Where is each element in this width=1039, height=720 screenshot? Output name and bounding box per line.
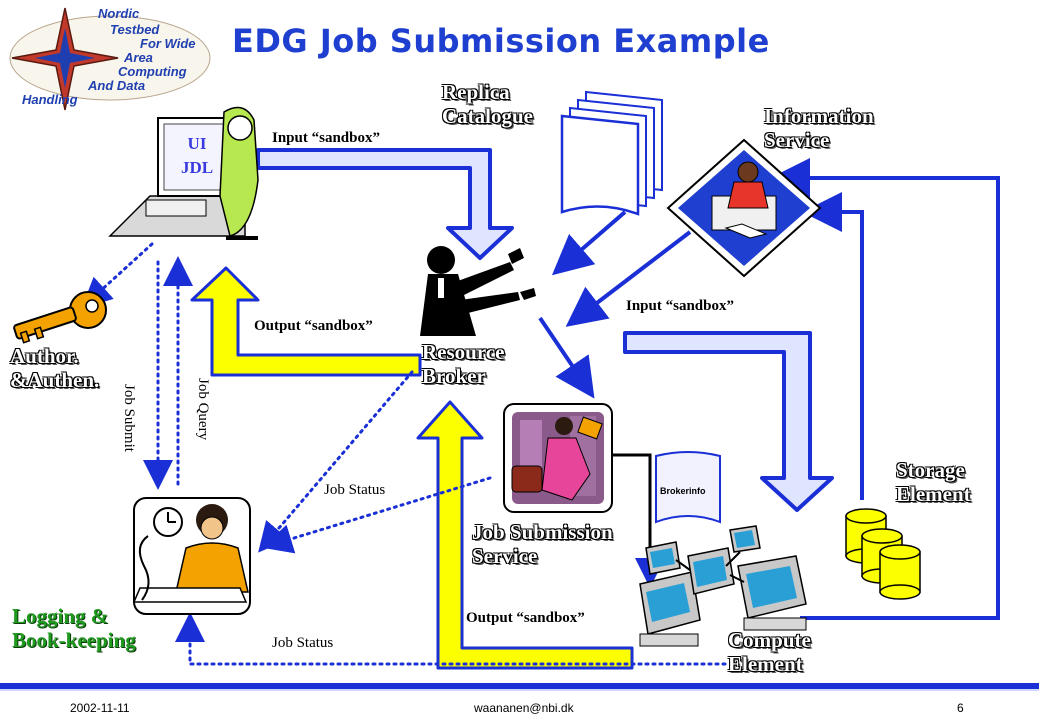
slide-title: EDG Job Submission Example <box>232 22 770 60</box>
ui-label: UI JDL <box>164 132 230 180</box>
compute-element-icon <box>639 525 807 647</box>
brokerinfo-document-icon <box>655 451 721 524</box>
information-service-icon <box>666 138 822 278</box>
resource-broker-line1: Resource <box>422 340 505 364</box>
storage-element-line2: Element <box>896 482 971 506</box>
logo-word-2: Testbed <box>110 22 160 37</box>
footer-bar <box>0 683 1039 689</box>
key-icon <box>13 291 107 344</box>
information-service-line2: Service <box>764 128 830 152</box>
replica-catalogue-line1: Replica <box>442 80 510 104</box>
info-to-rb-arrow <box>565 230 692 327</box>
rb-status-dotted <box>258 370 414 553</box>
job-submission-service-icon <box>503 403 613 513</box>
resource-broker-icon <box>420 246 536 336</box>
compute-element-label: Compute Element <box>728 628 811 676</box>
logging-bookkeeping-line2: Book-keeping <box>12 628 136 652</box>
job-status-label-mid: Job Status <box>324 482 386 498</box>
footer-date: 2002-11-11 <box>70 701 130 715</box>
input-sandbox-label-top: Input “sandbox” <box>272 130 380 146</box>
replica-to-rb-arrow <box>551 210 627 276</box>
logo-word-6: And Data <box>88 78 146 93</box>
storage-element-line1: Storage <box>896 458 965 482</box>
logging-bookkeeping-line1: Logging & <box>12 604 109 628</box>
ce-to-info-arrow <box>770 158 1000 620</box>
footer-email: waananen@nbi.dk <box>474 701 574 715</box>
job-status-label-bottom: Job Status <box>272 635 334 651</box>
ui-label-line1: UI <box>187 134 207 153</box>
footer-page-number: 6 <box>957 701 964 715</box>
output-sandbox-arrow-left <box>190 266 422 377</box>
job-submission-service-label: Job Submission Service <box>472 520 613 568</box>
author-authen-label: Author. &Authen. <box>10 344 99 392</box>
information-service-label: Information Service <box>764 104 874 152</box>
job-submission-service-line1: Job Submission <box>472 520 613 544</box>
nordugrid-logo <box>9 7 211 111</box>
information-service-line1: Information <box>764 104 874 128</box>
output-sandbox-label-bottom: Output “sandbox” <box>466 610 585 626</box>
ui-label-line2: JDL <box>180 158 214 177</box>
output-sandbox-label-left: Output “sandbox” <box>254 318 373 334</box>
input-sandbox-arrow-right <box>623 331 834 512</box>
brokerinfo-label: Brokerinfo <box>660 486 706 496</box>
compute-element-line2: Element <box>728 652 803 676</box>
job-submit-label: Job Submit <box>121 384 137 452</box>
storage-element-label: Storage Element <box>896 458 971 506</box>
replica-catalogue-line2: Catalogue <box>442 104 533 128</box>
ce-status-dotted <box>175 612 727 666</box>
logo-word-4: Area <box>124 50 153 65</box>
resource-broker-line2: Broker <box>422 364 486 388</box>
se-to-info-arrow <box>802 192 864 500</box>
input-sandbox-label-right: Input “sandbox” <box>626 298 734 314</box>
logo-word-5: Computing <box>118 64 187 79</box>
logo-word-7: Handling <box>22 92 78 107</box>
storage-element-icon <box>845 508 921 600</box>
authen-line: &Authen. <box>10 368 100 392</box>
logo-word-3: For Wide <box>140 36 196 51</box>
logging-bookkeeping-label: Logging & Book-keeping <box>12 604 136 652</box>
compute-element-line1: Compute <box>728 628 811 652</box>
logo-word-1: Nordic <box>98 6 140 21</box>
output-sandbox-arrow-bottom <box>416 400 634 670</box>
jss-to-ce-arrow <box>612 453 665 588</box>
ui-workstation-icon <box>108 106 259 240</box>
logging-bookkeeping-icon <box>132 497 251 615</box>
replica-catalogue-label: Replica Catalogue <box>442 80 533 128</box>
job-query-label: Job Query <box>195 378 211 441</box>
job-submission-service-line2: Service <box>472 544 538 568</box>
replica-catalogue-icon <box>560 90 663 216</box>
rb-to-jss-arrow <box>538 316 595 399</box>
resource-broker-label: Resource Broker <box>422 340 504 388</box>
input-sandbox-arrow-top <box>256 148 514 260</box>
auth-dotted-arrow <box>81 242 154 309</box>
author-line: Author. <box>10 344 79 368</box>
